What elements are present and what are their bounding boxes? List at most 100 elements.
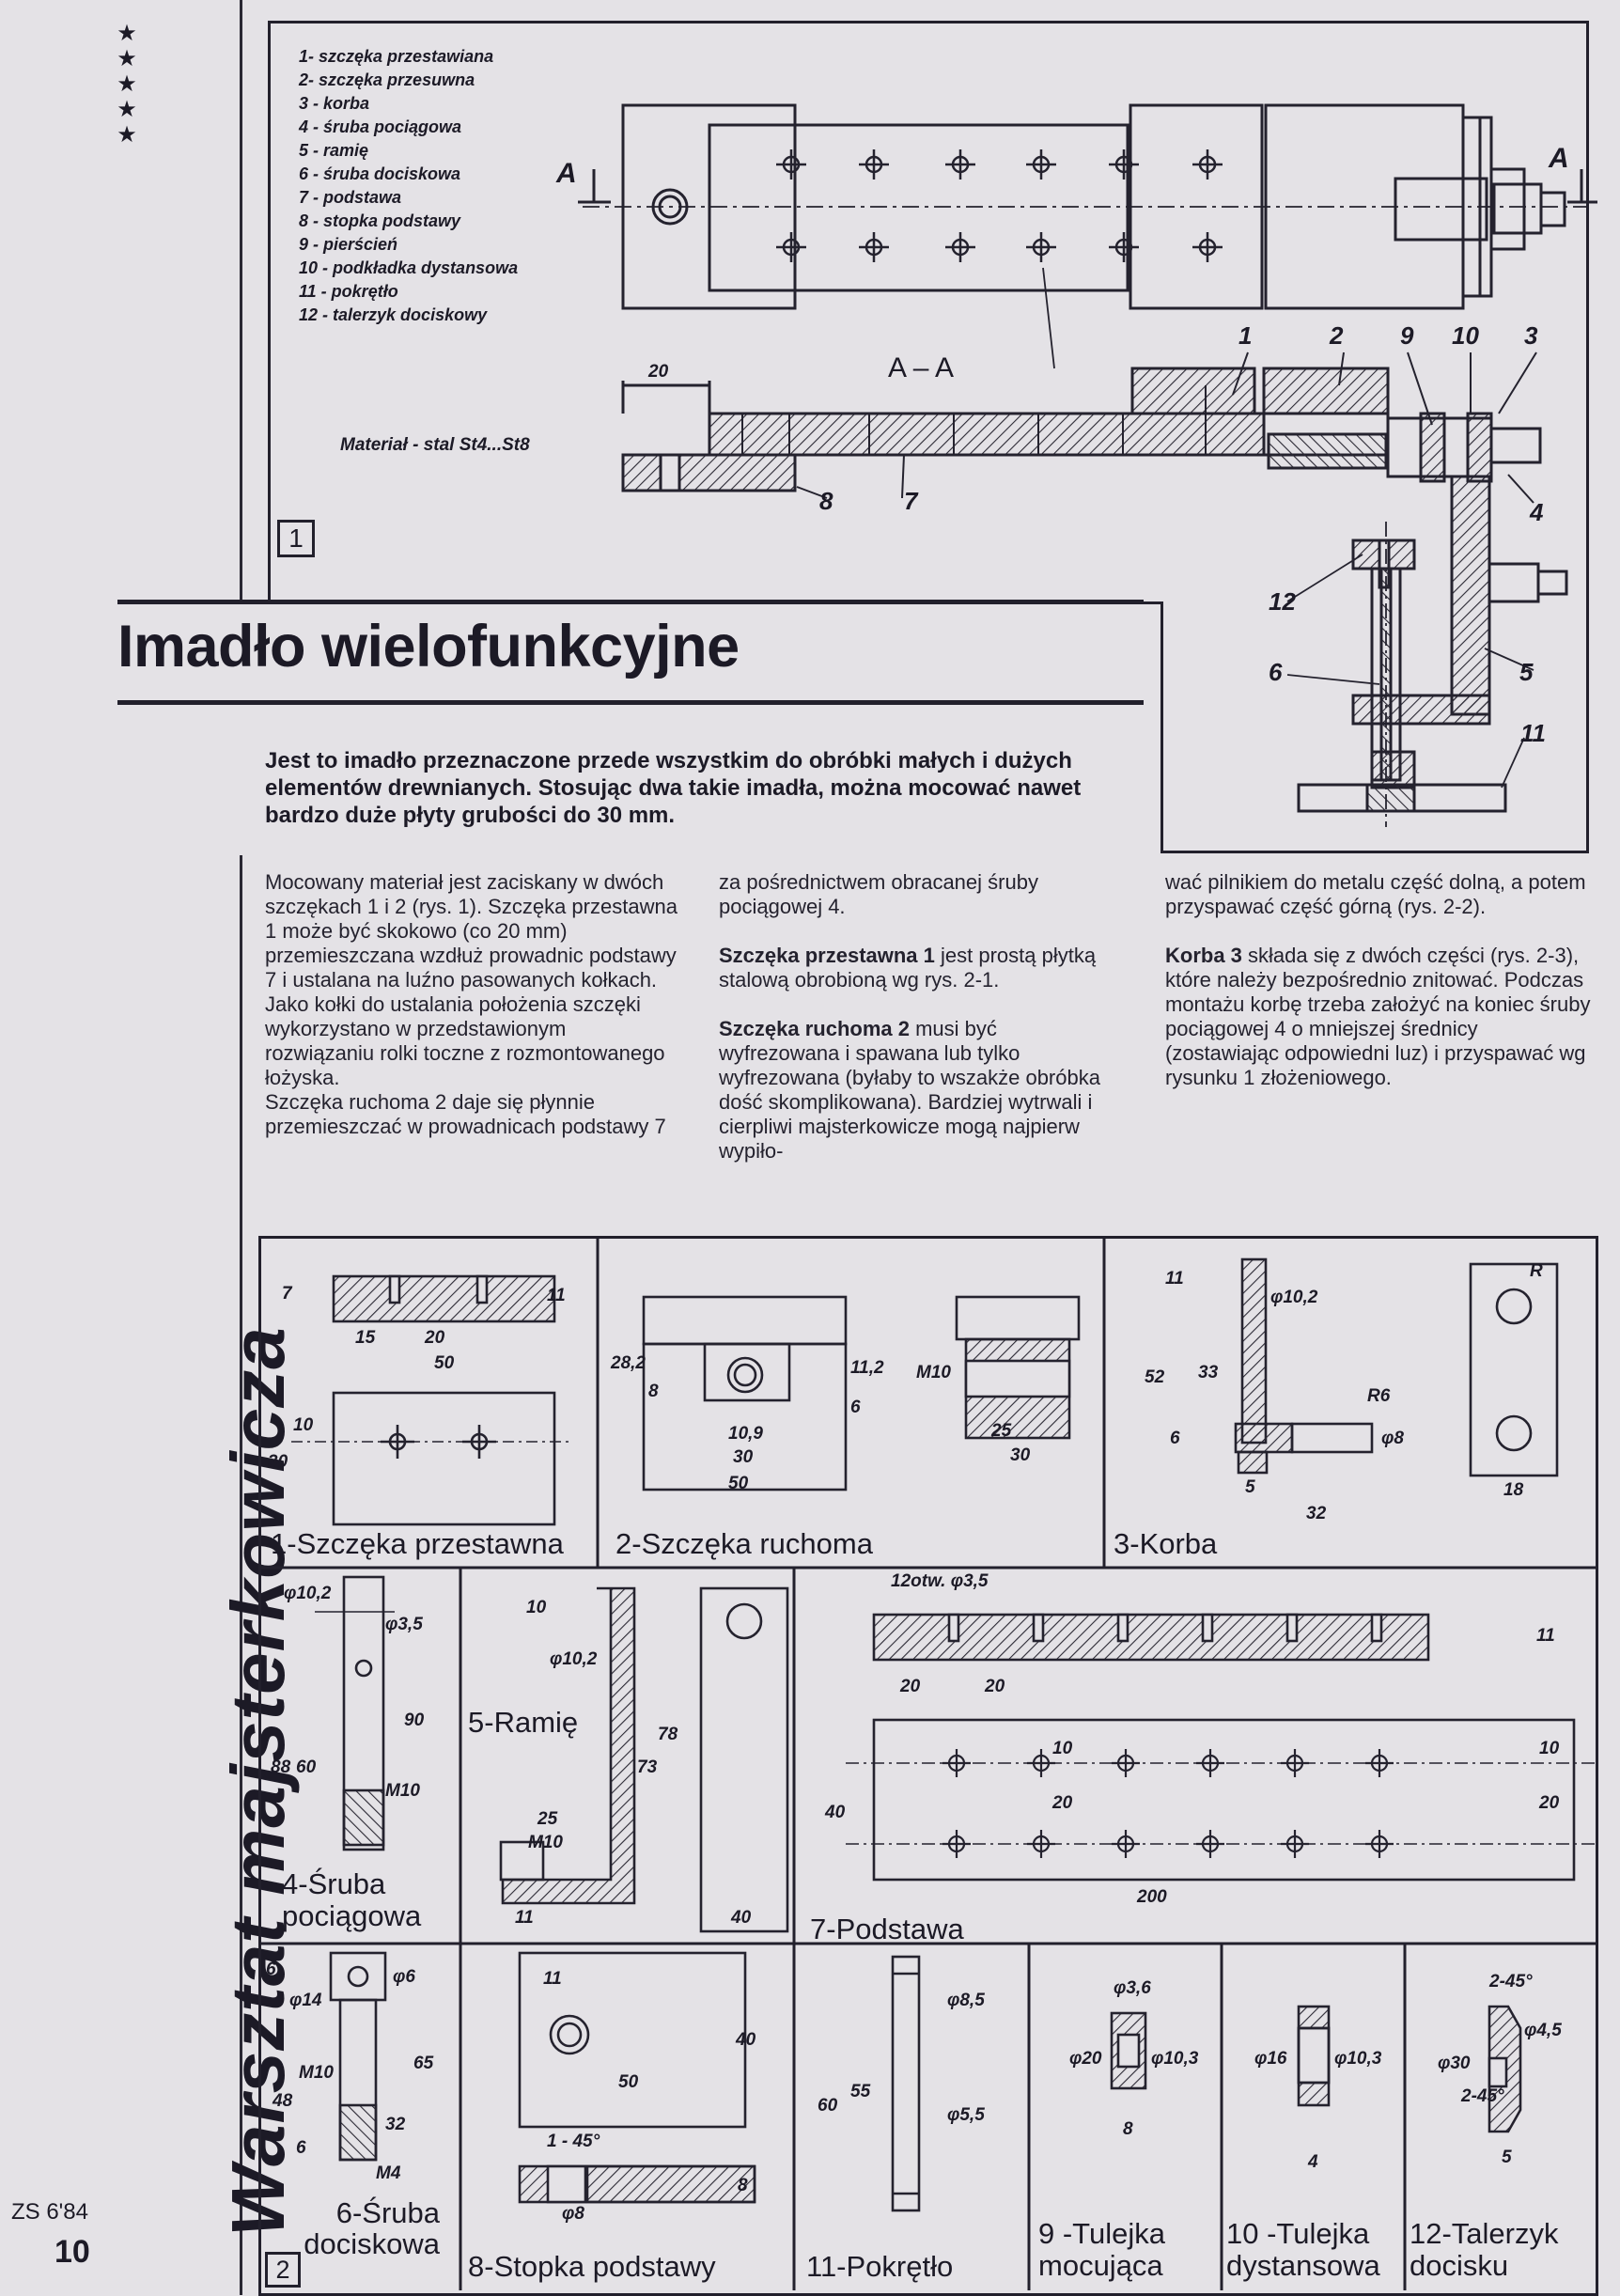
callout: 12 [1269,587,1296,616]
dim: 40 [825,1803,846,1822]
callout: 4 [1530,498,1544,526]
figure-1-number: 1 [277,520,315,557]
paragraph-text: składa się z dwóch części (rys. 2-3), kt… [1165,944,1591,1089]
dim: 25 [991,1421,1012,1441]
legend-item: 1- szczęka przestawiana [299,47,494,66]
callout: 3 [1524,321,1538,350]
part-label-7: 7-Podstawa [810,1913,964,1945]
dim: R [1530,1261,1543,1281]
dim: 8 [648,1382,659,1401]
dim: φ10,2 [284,1584,332,1603]
bold-lead: Szczęka ruchoma 2 [719,1017,910,1040]
legend-item: 3 - korba [299,94,370,113]
figure-1-frame-inner-edge [1160,601,1163,851]
callout: 11 [1520,719,1546,747]
dim: 40 [736,2030,756,2050]
dim: φ20 [1069,2049,1102,2069]
callout: 2 [1330,321,1344,350]
page-number: 10 [55,2234,90,2270]
paragraph: wać pilnikiem do metalu część dolną, a p… [1165,870,1586,918]
dim: 10 [1539,1739,1560,1758]
dim: M4 [376,2163,401,2183]
dim: 30 [268,1452,288,1472]
paragraph: Korba 3 składa się z dwóch części (rys. … [1165,944,1593,1090]
part-label-11: 11-Pokrętło [806,2250,954,2283]
paragraph-text: jest prostą płytką stalową obrobioną wg … [719,944,1097,992]
dim: M10 [299,2063,334,2083]
figure-1-frame-step [1142,601,1163,604]
dim: 32 [385,2115,406,2134]
dim: 20 [900,1677,921,1696]
callout: 9 [1400,321,1414,350]
dim: 30 [733,1447,754,1467]
dim: φ10,2 [550,1649,598,1669]
dim: 50 [434,1353,455,1373]
dim: 10 [293,1415,314,1435]
dim: 55 [850,2082,871,2101]
paragraph-text: musi być wyfrezowana i spawana lub tylko… [719,1017,1100,1163]
article-lead: Jest to imadło przeznaczone przede wszys… [265,748,1082,828]
dim: 15 [355,1328,376,1348]
dim: φ10,2 [1270,1288,1318,1307]
dim: 60 [818,2096,838,2116]
dim: 11 [1536,1626,1555,1646]
part-label-4: 4-Śruba pociągowa [282,1867,422,1932]
dim: 2-45° [1489,1972,1533,1991]
legend-item: 12 - talerzyk dociskowy [299,305,488,324]
dim: 11 [543,1969,562,1989]
callout: 1 [1238,321,1253,350]
article-title: Imadło wielofunkcyjne [117,614,740,679]
text-column-2: za pośrednictwem obracanej śruby pociągo… [719,870,1123,1188]
dim: 20 [425,1328,445,1348]
dim: φ8 [1381,1429,1404,1448]
dim: φ10,3 [1151,2049,1199,2069]
dim: 5 [1502,2148,1512,2167]
issue-label: ZS 6'84 [11,2199,88,2225]
section-mark-right: A [1549,143,1569,174]
figure-1-legend: 1- szczęka przestawiana 2- szczęka przes… [299,45,581,327]
dim: 10 [526,1598,547,1617]
dim: 20 [985,1677,1005,1696]
bold-lead: Korba 3 [1165,944,1242,967]
part-label-8: 8-Stopka podstawy [468,2250,716,2283]
dim: 11 [1165,1269,1184,1289]
paragraph: Szczęka ruchoma 2 musi być wyfrezowana i… [719,1017,1123,1164]
section-label: A – A [888,352,955,383]
dim: M10 [385,1781,420,1801]
dim: φ10,3 [1334,2049,1382,2069]
dim: 8 [738,2176,748,2195]
dim: 20 [1052,1793,1073,1813]
legend-item: 6 - śruba dociskowa [299,164,461,183]
text-column-1: Mocowany materiał jest zaciskany w dwóch… [265,870,678,1138]
dim: 52 [1145,1367,1165,1387]
paragraph: Szczęka przestawna 1 jest prostą płytką … [719,944,1123,992]
dim: 5 [1245,1477,1255,1497]
dim: 33 [1198,1363,1219,1382]
dim: φ6 [393,1967,415,1987]
callout: 6 [1269,658,1283,686]
dim: 7 [282,1284,292,1304]
legend-item: 2- szczęka przesuwna [299,70,475,89]
paragraph: za pośrednictwem obracanej śruby pociągo… [719,870,1038,918]
dim: 30 [1010,1445,1031,1465]
dim: 50 [728,1474,749,1493]
legend-item: 5 - ramię [299,141,369,160]
dim: 48 [273,2091,293,2111]
legend-item: 4 - śruba pociągowa [299,117,462,136]
dim: 40 [731,1908,752,1928]
dim: R6 [1367,1386,1391,1406]
dim: 200 [1137,1887,1167,1907]
dim: 20 [1539,1793,1560,1813]
dim: 25 [537,1809,558,1829]
dim: φ3,6 [1114,1978,1151,1998]
legend-item: 7 - podstawa [299,188,402,207]
dim: φ8,5 [947,1991,985,2010]
callout: 7 [904,487,918,515]
callout: 8 [819,487,833,515]
figure-1-frame-cutout [226,601,1160,855]
section-mark-left: A [556,158,577,189]
dim: 2-45° [1461,2086,1504,2106]
part-label-5: 5-Ramię [468,1706,579,1739]
dim: 11,2 [850,1358,884,1378]
